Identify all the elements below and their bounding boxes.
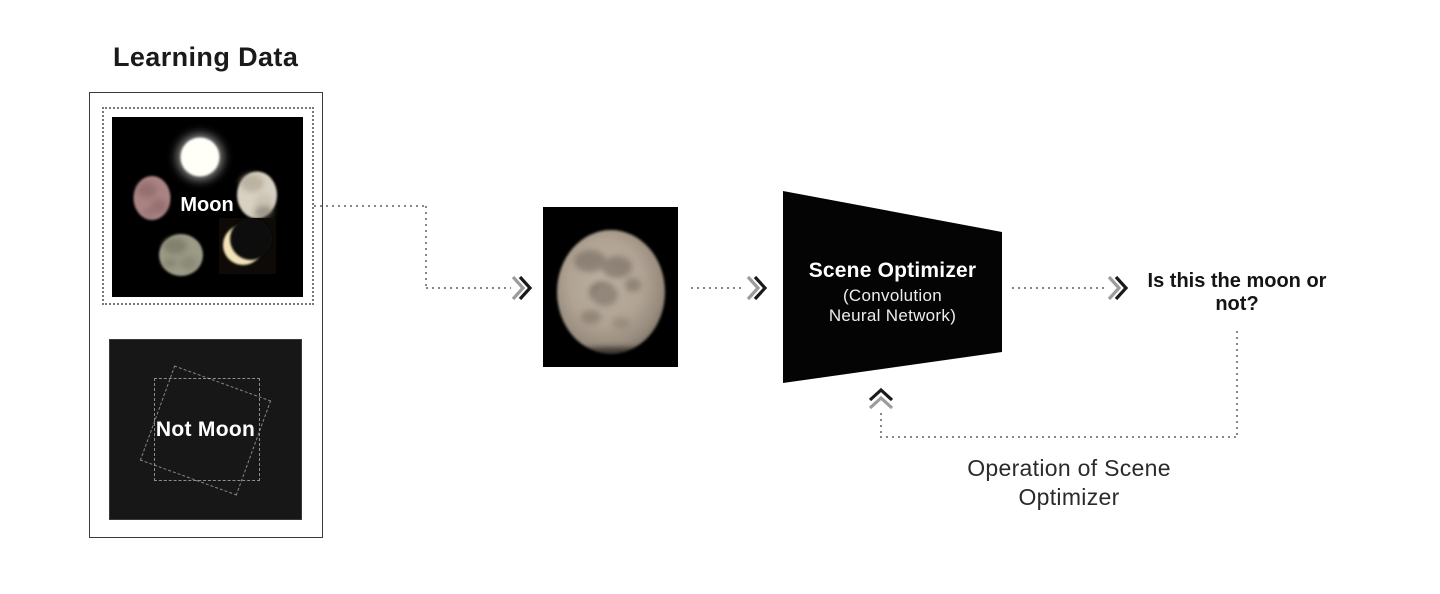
moon-label: Moon bbox=[180, 194, 233, 216]
gibbous-moon bbox=[237, 171, 277, 220]
moon-photo bbox=[543, 207, 678, 367]
moon-selection-dotted-box bbox=[102, 107, 314, 305]
scene-optimizer-block bbox=[783, 191, 1002, 383]
white-moon bbox=[177, 134, 223, 180]
output-question: Is this the moon or not? bbox=[1147, 270, 1327, 315]
connector-line bbox=[1012, 287, 1107, 289]
scene-optimizer-title: Scene Optimizer bbox=[808, 258, 977, 282]
scene-optimizer-subtitle: (Convolution Neural Network) bbox=[828, 285, 957, 325]
moon-training-image: Moon bbox=[112, 117, 303, 297]
not-moon-training-image: Not Moon bbox=[109, 339, 302, 520]
double-chevron-up-icon bbox=[868, 387, 894, 410]
learning-data-title: Learning Data bbox=[113, 42, 299, 72]
connector-line bbox=[425, 206, 427, 288]
not-moon-label: Not Moon bbox=[155, 417, 256, 441]
scene-optimizer-text: Scene Optimizer (Convolution Neural Netw… bbox=[783, 191, 1002, 383]
double-chevron-right-icon bbox=[746, 275, 768, 301]
connector-line bbox=[691, 287, 745, 289]
feedback-line bbox=[880, 436, 1237, 438]
green-moon bbox=[159, 234, 203, 276]
dotted-square bbox=[154, 378, 260, 481]
feedback-line bbox=[880, 413, 882, 437]
feedback-caption: Operation of Scene Optimizer bbox=[967, 455, 1171, 510]
double-chevron-right-icon bbox=[511, 275, 533, 301]
pink-moon bbox=[133, 176, 171, 220]
crescent-moon bbox=[219, 218, 276, 274]
connector-line bbox=[314, 205, 427, 207]
connector-line bbox=[426, 287, 511, 289]
double-chevron-right-icon bbox=[1107, 275, 1129, 301]
feedback-line bbox=[1236, 331, 1238, 437]
